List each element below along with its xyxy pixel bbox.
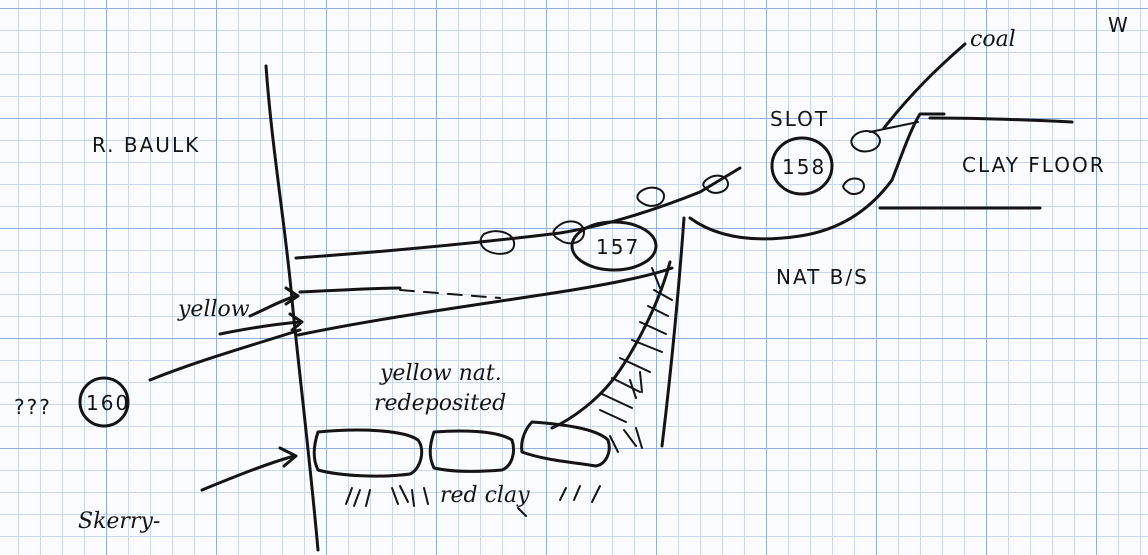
label-coal: coal (970, 27, 1016, 52)
label-red-clay: red clay (440, 483, 530, 508)
skerry-stones (314, 422, 609, 476)
label-yellow: yellow (177, 297, 250, 322)
cut-hatching (600, 268, 672, 452)
cut-right-edge (662, 218, 684, 446)
label-query-marks: ??? (14, 395, 52, 419)
label-yellow-nat: yellow nat. (379, 361, 502, 386)
context-157-label: 157 (596, 235, 640, 259)
top-deposit-line (296, 168, 740, 258)
yellow-lower-line (298, 268, 672, 335)
context-160-arrow (150, 330, 300, 380)
context-158-marker: 158 (772, 138, 832, 194)
context-157-marker: 157 (572, 222, 656, 270)
context-160-marker: 160 (80, 378, 130, 426)
label-r-baulk: R. BAULK (92, 133, 200, 157)
baulk-line (266, 66, 318, 550)
label-redeposited: redeposited (374, 391, 506, 416)
skerry-arrow (202, 448, 296, 490)
clay-floor-upper (930, 118, 1072, 122)
yellow-upper-line (300, 288, 400, 292)
context-158-label: 158 (782, 155, 826, 179)
label-w: W (1108, 13, 1130, 37)
label-clay-floor: CLAY FLOOR (962, 153, 1106, 177)
cut-left-edge (552, 262, 670, 428)
label-skerry: Skerry- (78, 509, 160, 534)
context-160-label: 160 (86, 391, 130, 415)
label-slot: SLOT (770, 107, 829, 131)
label-nat-bs: NAT B/S (776, 265, 869, 289)
yellow-dashed-line (400, 290, 500, 298)
